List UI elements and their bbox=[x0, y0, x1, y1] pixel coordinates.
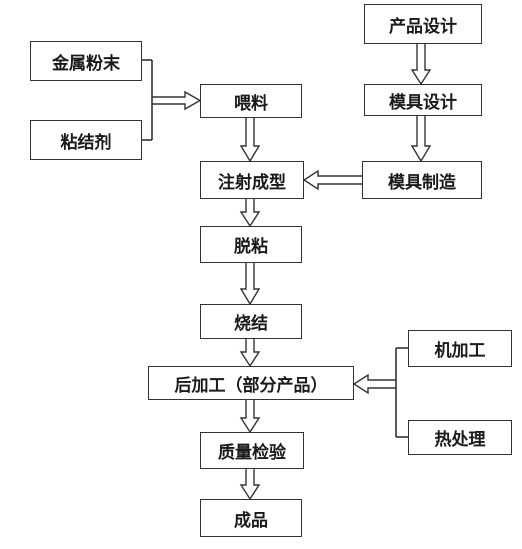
node-debinding-label: 脱粘 bbox=[234, 237, 268, 257]
arrow-product-to-mold-design bbox=[410, 44, 432, 86]
node-binder-label: 粘结剂 bbox=[60, 132, 112, 153]
node-sintering: 烧结 bbox=[200, 304, 302, 339]
node-debinding: 脱粘 bbox=[200, 226, 302, 263]
node-product-design-label: 产品设计 bbox=[389, 16, 457, 37]
node-injection-molding-label: 注射成型 bbox=[218, 172, 286, 193]
arrow-debinding-to-sintering bbox=[239, 263, 261, 306]
arrow-mold-design-to-mold-making bbox=[410, 116, 432, 163]
node-machining: 机加工 bbox=[408, 330, 512, 367]
node-sintering-label: 烧结 bbox=[234, 314, 268, 334]
arrow-inspection-to-finished bbox=[239, 469, 261, 501]
node-quality-inspection-label: 质量检验 bbox=[218, 443, 286, 463]
node-finished-product: 成品 bbox=[200, 499, 302, 537]
node-quality-inspection: 质量检验 bbox=[200, 432, 304, 469]
node-feeding: 喂料 bbox=[200, 84, 302, 118]
node-metal-powder: 金属粉末 bbox=[30, 41, 142, 81]
node-heat-treatment: 热处理 bbox=[408, 420, 512, 455]
arrow-mold-making-to-injection bbox=[302, 169, 362, 191]
arrow-post-processing-to-inspection bbox=[239, 400, 261, 434]
node-mold-making-label: 模具制造 bbox=[388, 172, 456, 193]
node-finished-product-label: 成品 bbox=[234, 510, 268, 531]
node-binder: 粘结剂 bbox=[30, 120, 142, 160]
node-post-processing: 后加工（部分产品） bbox=[148, 366, 354, 400]
node-mold-design: 模具设计 bbox=[364, 84, 482, 116]
node-injection-molding: 注射成型 bbox=[200, 161, 304, 199]
bracket-materials-to-feeding bbox=[142, 59, 153, 141]
arrow-feeding-to-injection bbox=[239, 118, 261, 163]
node-machining-label: 机加工 bbox=[434, 341, 486, 361]
arrow-to-post-processing bbox=[352, 373, 396, 395]
node-product-design: 产品设计 bbox=[364, 4, 482, 44]
node-mold-making: 模具制造 bbox=[362, 161, 482, 199]
arrow-to-feeding bbox=[152, 90, 202, 111]
node-metal-powder-label: 金属粉末 bbox=[52, 53, 120, 74]
node-mold-design-label: 模具设计 bbox=[389, 92, 457, 113]
arrow-injection-to-debinding bbox=[239, 199, 261, 228]
arrow-sintering-to-post-processing bbox=[239, 339, 261, 368]
node-feeding-label: 喂料 bbox=[234, 93, 268, 114]
bracket-secondary-ops bbox=[395, 347, 408, 438]
node-post-processing-label: 后加工（部分产品） bbox=[174, 375, 328, 396]
node-heat-treatment-label: 热处理 bbox=[434, 430, 486, 450]
